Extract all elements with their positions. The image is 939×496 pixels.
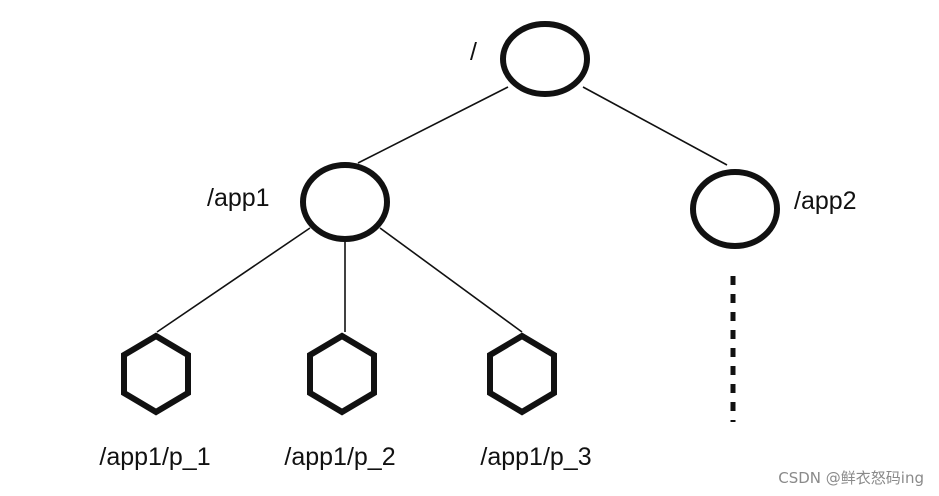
node-p3[interactable] [487, 332, 557, 416]
node-p3-label: /app1/p_3 [480, 443, 591, 471]
node-root-circle [500, 21, 590, 97]
node-p3-hexagon [487, 332, 557, 416]
node-p2-label: /app1/p_2 [284, 443, 395, 471]
node-app1[interactable] [300, 162, 390, 242]
node-app2-label: /app2 [794, 187, 857, 215]
edge-root-app1 [357, 86, 509, 164]
node-p2-hexagon [307, 332, 377, 416]
node-app2-circle [690, 169, 780, 249]
edge-root-app2 [582, 86, 728, 166]
node-app1-circle [300, 162, 390, 242]
edge-app1-p1 [156, 227, 311, 333]
node-p1-hexagon [121, 332, 191, 416]
node-app1-label: /app1 [207, 184, 270, 212]
node-p1-label: /app1/p_1 [99, 443, 210, 471]
node-root[interactable] [500, 21, 590, 97]
node-p2[interactable] [307, 332, 377, 416]
edge-app1-p3 [379, 227, 523, 333]
node-p1[interactable] [121, 332, 191, 416]
node-root-label: / [470, 38, 477, 66]
node-app2[interactable] [690, 169, 780, 249]
watermark-text: CSDN @鲜衣怒码ing [778, 469, 924, 487]
